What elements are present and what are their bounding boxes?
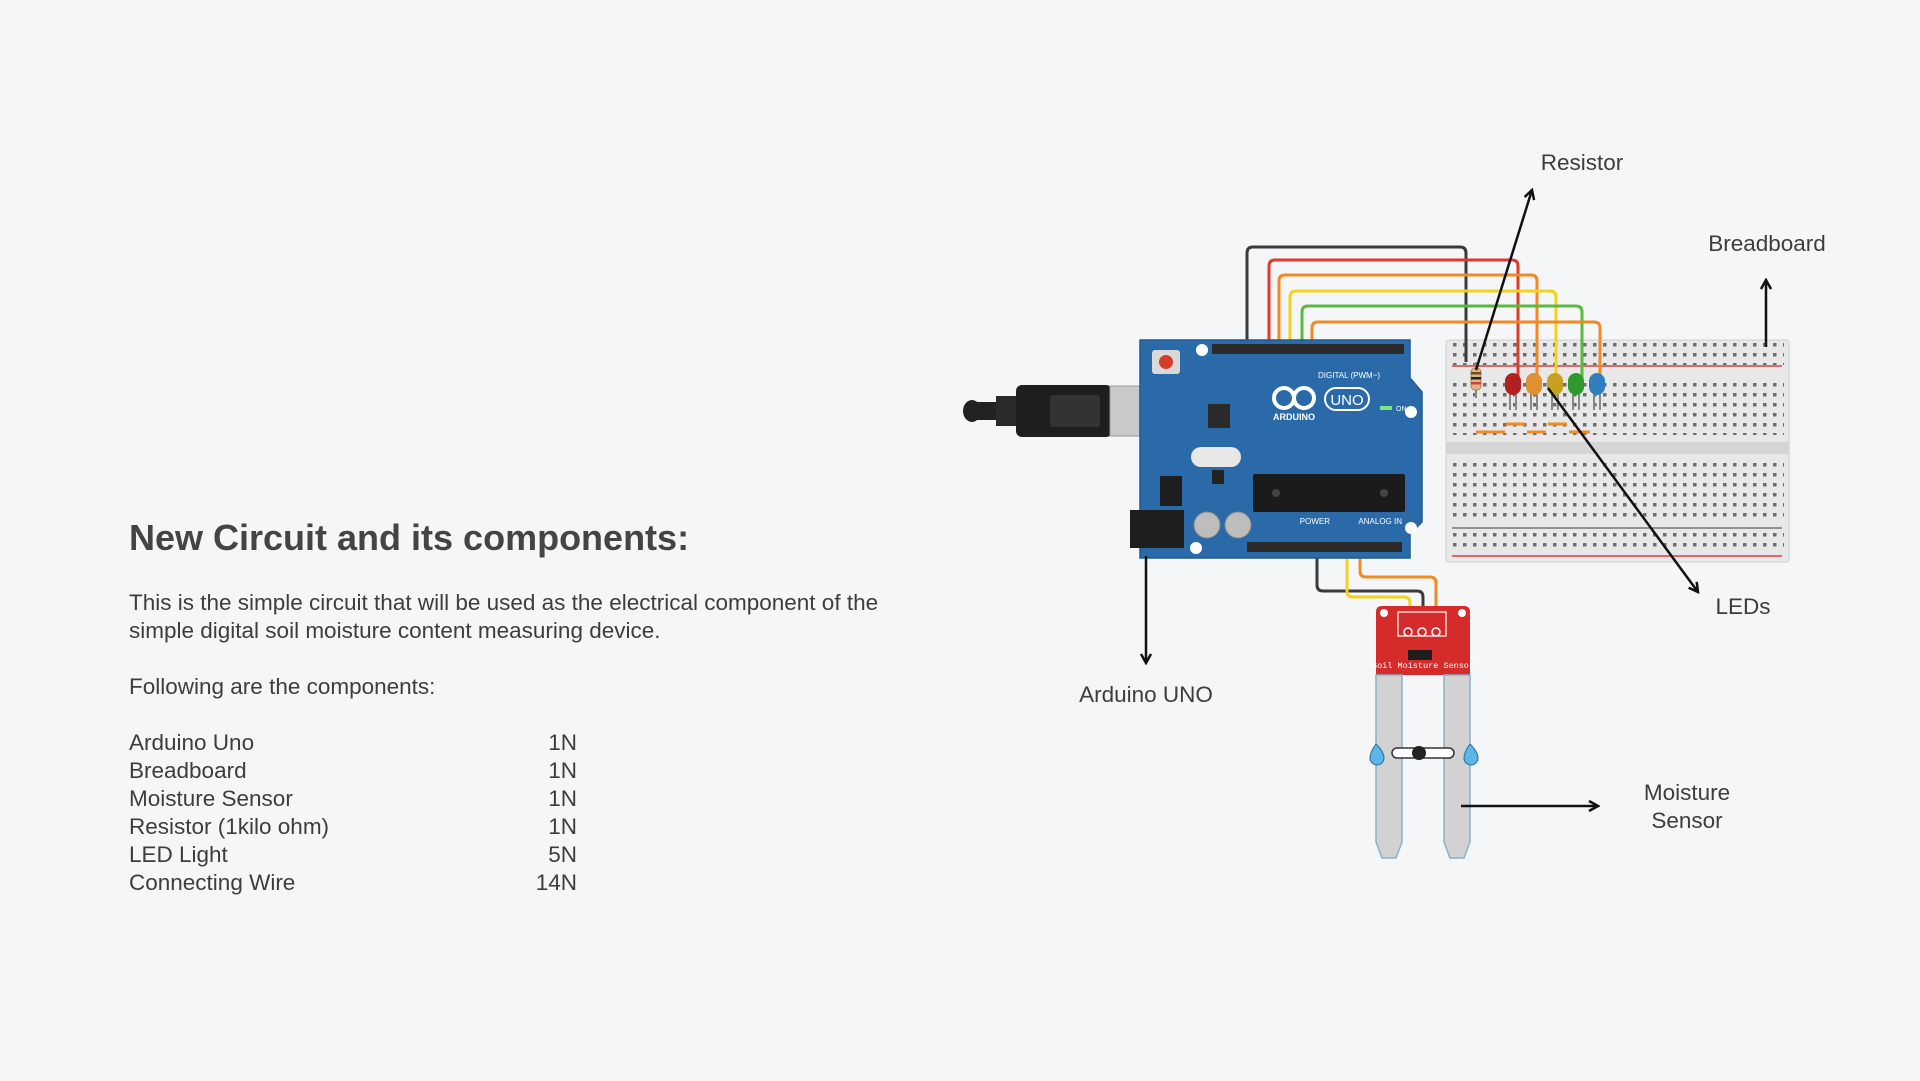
component-row: LED Light 5N	[129, 841, 577, 869]
led-orange	[1526, 373, 1542, 410]
label-moisture-line2: Sensor	[1651, 808, 1723, 833]
intro-paragraph: This is the simple circuit that will be …	[129, 590, 879, 644]
wire-black	[1245, 245, 1468, 362]
component-name: Connecting Wire	[129, 870, 296, 896]
arrow-resistor	[1474, 190, 1532, 371]
board-brand-text: ARDUINO	[1273, 412, 1315, 422]
component-name: LED Light	[129, 842, 228, 868]
component-name: Breadboard	[129, 758, 247, 784]
wire-red	[1267, 258, 1520, 378]
led-green	[1568, 373, 1584, 410]
label-moisture-line1: Moisture	[1644, 780, 1730, 805]
wire-sensor-yellow	[1345, 547, 1412, 618]
arduino-board: UNO ARDUINO DIGITAL (PWM~) POWER ANALOG …	[1130, 339, 1423, 559]
text-block: New Circuit and its components: This is …	[129, 516, 949, 897]
component-name: Moisture Sensor	[129, 786, 293, 812]
wire-orange-2	[1310, 320, 1602, 378]
component-row: Resistor (1kilo ohm) 1N	[129, 813, 577, 841]
moisture-sensor: Soil Moisture Sensor	[1369, 606, 1479, 859]
wire-yellow	[1288, 289, 1558, 378]
slide-heading: New Circuit and its components:	[129, 517, 690, 558]
component-qty: 1N	[548, 758, 577, 784]
led-blue	[1589, 373, 1605, 410]
leds	[1505, 373, 1605, 410]
wire-sensor-black	[1315, 547, 1425, 618]
breadboard	[1445, 339, 1790, 563]
annotation-arrows	[1146, 190, 1766, 806]
label-resistor: Resistor	[1541, 150, 1624, 175]
board-analog-text: ANALOG IN	[1358, 517, 1402, 526]
component-qty: 1N	[548, 786, 577, 812]
connecting-wires	[1245, 245, 1602, 618]
board-power-text: POWER	[1300, 517, 1330, 526]
components-lead: Following are the components:	[129, 674, 436, 700]
arrow-leds	[1546, 387, 1698, 592]
label-breadboard: Breadboard	[1708, 231, 1826, 256]
component-name: Resistor (1kilo ohm)	[129, 814, 330, 840]
board-logo-text: UNO	[1330, 392, 1363, 409]
label-arduino: Arduino UNO	[1079, 682, 1213, 707]
component-row: Moisture Sensor 1N	[129, 785, 577, 813]
wire-sensor-orange	[1358, 547, 1438, 618]
led-red	[1505, 373, 1521, 410]
board-digital-text: DIGITAL (PWM~)	[1318, 371, 1380, 380]
component-row: Breadboard 1N	[129, 757, 577, 785]
component-qty: 14N	[535, 870, 577, 896]
components-table: Arduino Uno 1N Breadboard 1N Moisture Se…	[129, 729, 577, 897]
wire-green	[1300, 304, 1584, 378]
label-leds: LEDs	[1715, 594, 1770, 619]
wire-orange	[1277, 273, 1539, 378]
component-qty: 5N	[548, 842, 577, 868]
component-row: Connecting Wire 14N	[129, 869, 577, 897]
board-on-text: ON	[1396, 406, 1407, 413]
component-row: Arduino Uno 1N	[129, 729, 577, 757]
sensor-label-text: Soil Moisture Sensor	[1372, 661, 1474, 671]
arduino-logo-icon	[1272, 386, 1316, 410]
component-name: Arduino Uno	[129, 730, 255, 756]
component-qty: 1N	[548, 814, 577, 840]
component-qty: 1N	[548, 730, 577, 756]
